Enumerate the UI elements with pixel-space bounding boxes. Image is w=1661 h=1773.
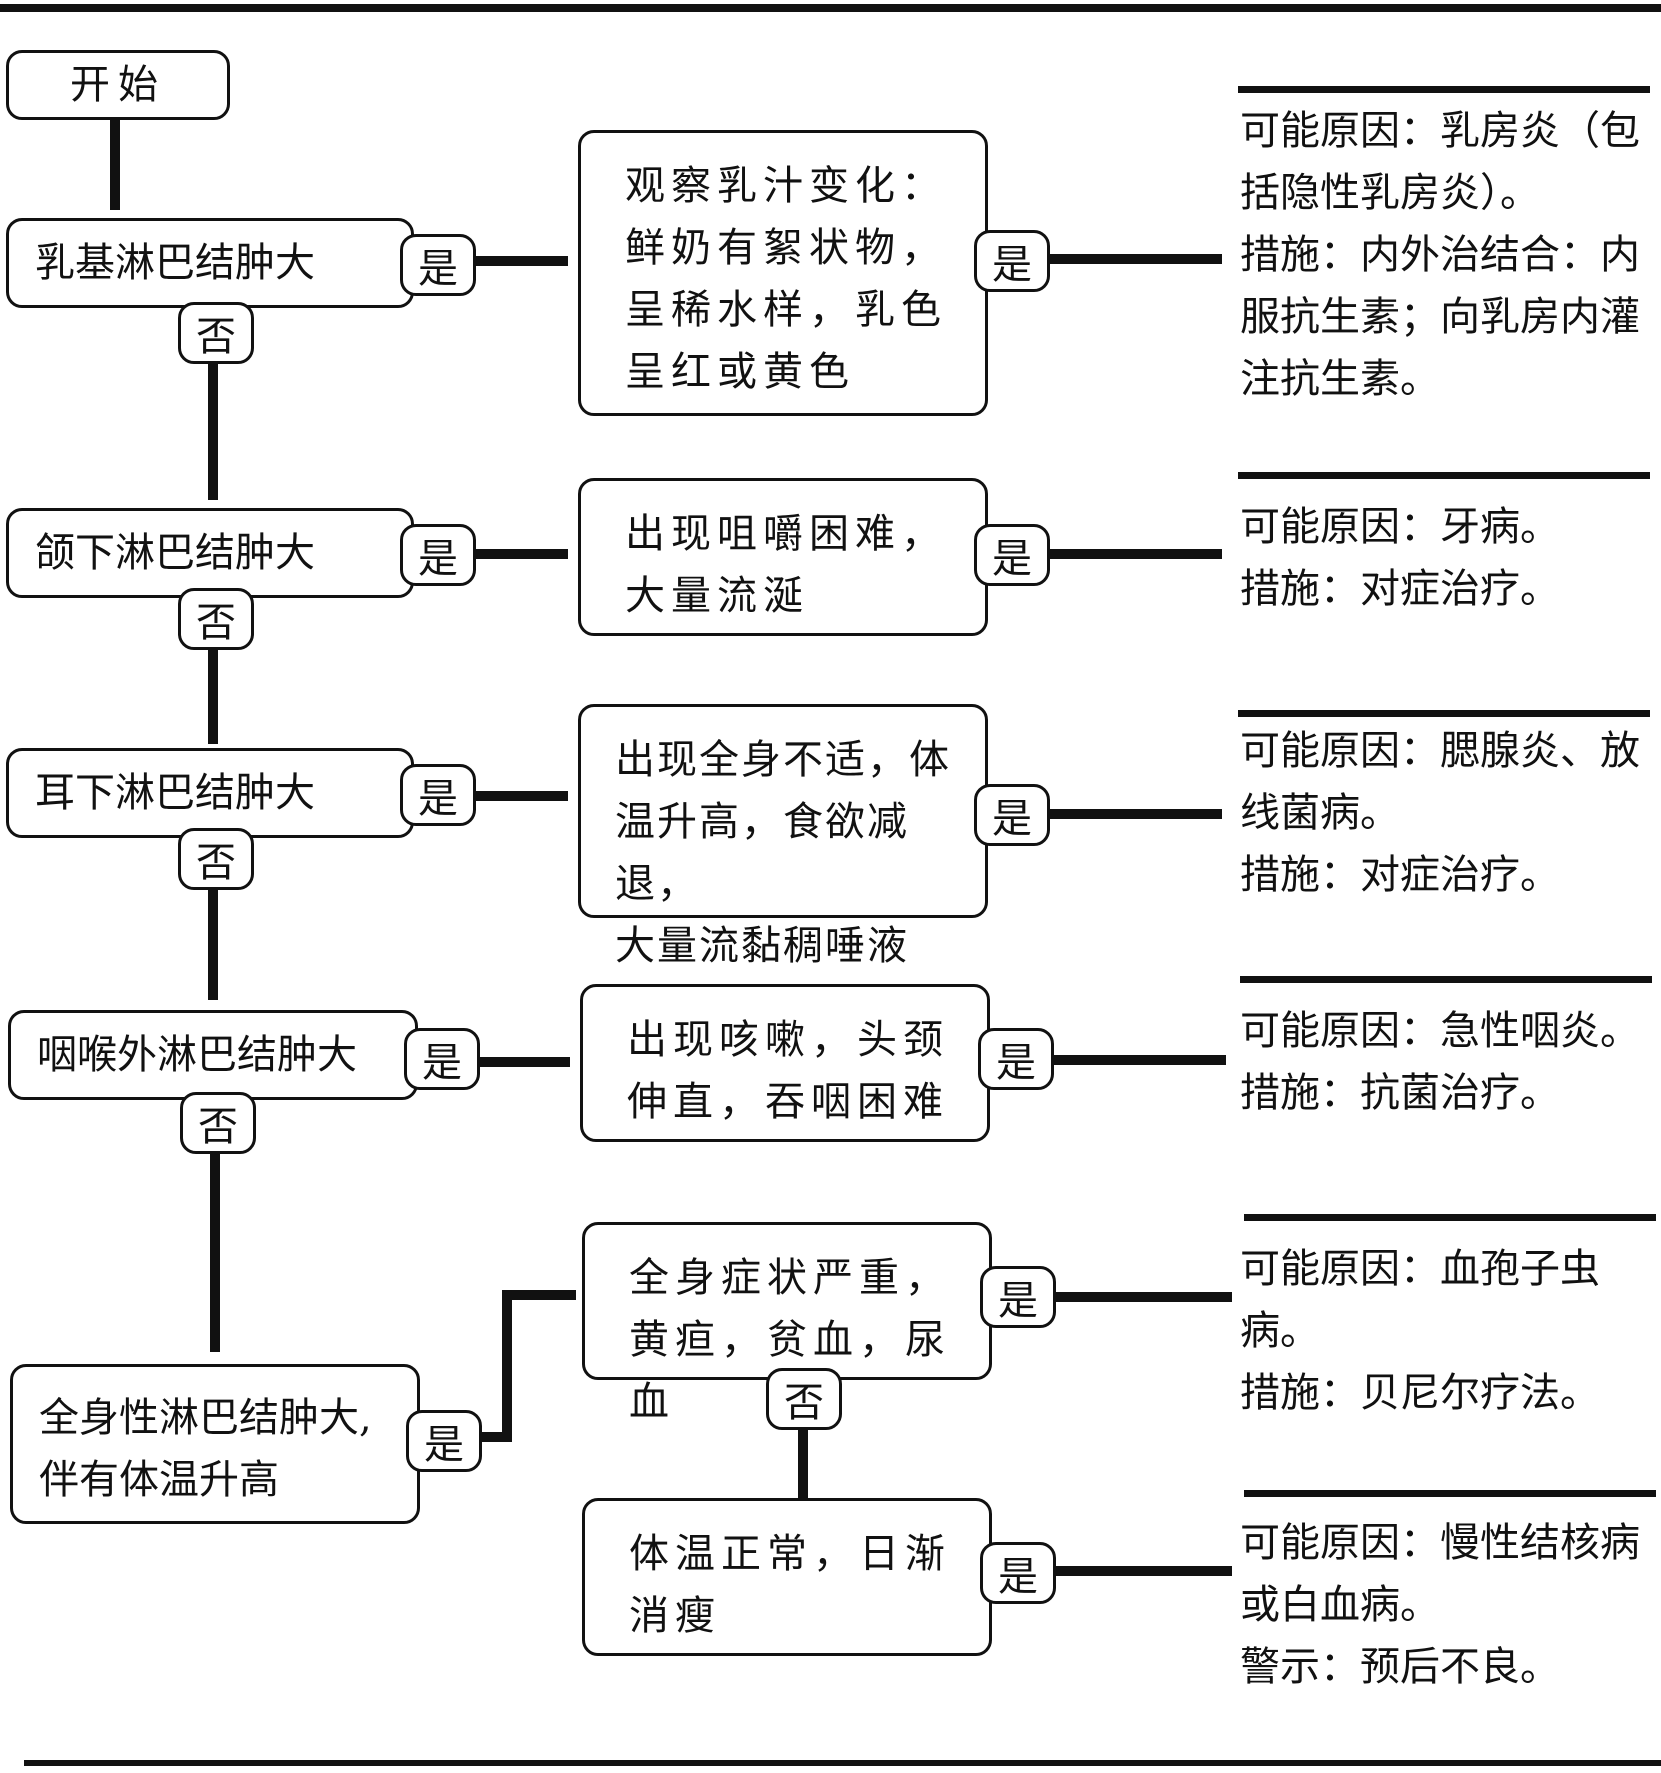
symptom-line: 鲜奶有絮状物， xyxy=(625,225,947,271)
decision-label-line2: 伴有体温升高 xyxy=(39,1457,279,1503)
decision-label: 颌下淋巴结肿大 xyxy=(35,530,315,576)
connector-yes-3a xyxy=(476,791,568,801)
connector-no-3 xyxy=(208,886,218,1000)
result-measure: 措施：贝尼尔疗法。 xyxy=(1240,1370,1600,1416)
result-rule-4 xyxy=(1240,976,1652,983)
connector-yes-5-up xyxy=(502,1290,512,1442)
result-block-6: 可能原因：慢性结核病或白血病。 警示：预后不良。 xyxy=(1240,1512,1661,1698)
result-cause: 可能原因：牙病。 xyxy=(1240,504,1560,550)
symptom-line: 大量流涎 xyxy=(625,573,809,619)
yes-badge: 是 xyxy=(406,1410,482,1472)
result-measure: 措施：对症治疗。 xyxy=(1240,852,1560,898)
symptom-box-1: 观察乳汁变化： 鲜奶有絮状物， 呈稀水样，乳色 呈红或黄色 xyxy=(578,130,988,416)
no-badge: 否 xyxy=(180,1092,256,1154)
connector-yes-6b xyxy=(1056,1566,1232,1576)
decision-node-5: 全身性淋巴结肿大, 伴有体温升高 xyxy=(10,1364,420,1524)
connector-yes-1a xyxy=(476,256,568,266)
connector-no-1 xyxy=(208,358,218,500)
decision-label: 咽喉外淋巴结肿大 xyxy=(37,1032,357,1078)
symptom-line: 伸直，吞咽困难 xyxy=(627,1079,949,1125)
result-cause: 可能原因：慢性结核病或白血病。 xyxy=(1240,1520,1640,1628)
yes-badge: 是 xyxy=(400,524,476,586)
symptom-line: 出现咀嚼困难， xyxy=(625,511,947,557)
symptom-box-3: 出现全身不适，体 温升高，食欲减退， 大量流黏稠唾液 xyxy=(578,704,988,969)
result-block-4: 可能原因：急性咽炎。 措施：抗菌治疗。 xyxy=(1240,1000,1661,1124)
symptom-box-5: 全身症状严重， 黄疸，贫血，尿血 xyxy=(582,1222,992,1425)
connector-yes-5-top xyxy=(502,1290,576,1300)
result-cause: 可能原因：乳房炎（包括隐性乳房炎）。 xyxy=(1240,108,1640,216)
result-block-1: 可能原因：乳房炎（包括隐性乳房炎）。 措施：内外治结合：内服抗生素；向乳房内灌注… xyxy=(1240,100,1661,410)
symptom-line: 全身症状严重， xyxy=(629,1255,951,1301)
yes-badge: 是 xyxy=(978,1028,1054,1090)
symptom-line: 呈稀水样，乳色 xyxy=(625,287,947,333)
result-rule-3 xyxy=(1238,710,1650,717)
symptom-line: 消瘦 xyxy=(629,1593,721,1639)
result-measure: 措施：抗菌治疗。 xyxy=(1240,1070,1560,1116)
yes-badge: 是 xyxy=(980,1266,1056,1328)
top-rule xyxy=(0,4,1661,12)
symptom-line: 出现全身不适，体 xyxy=(615,737,951,783)
connector-yes-5b xyxy=(1056,1292,1232,1302)
decision-node-4: 咽喉外淋巴结肿大 xyxy=(8,1010,418,1100)
start-node: 开始 xyxy=(6,50,230,120)
connector-yes-2b xyxy=(1046,549,1222,559)
connector-no-4 xyxy=(210,1150,220,1352)
symptom-line: 体温正常，日渐 xyxy=(629,1531,951,1577)
yes-badge: 是 xyxy=(400,764,476,826)
result-rule-2 xyxy=(1238,472,1650,479)
connector-start xyxy=(110,118,120,210)
connector-yes-3b xyxy=(1046,809,1222,819)
yes-badge: 是 xyxy=(980,1542,1056,1604)
connector-yes-1b xyxy=(1046,254,1222,264)
result-rule-1 xyxy=(1238,86,1650,93)
result-cause: 可能原因：急性咽炎。 xyxy=(1240,1008,1640,1054)
no-badge: 否 xyxy=(766,1368,842,1430)
yes-badge: 是 xyxy=(974,524,1050,586)
result-cause: 可能原因：血孢子虫病。 xyxy=(1240,1246,1600,1354)
result-block-3: 可能原因：腮腺炎、放线菌病。 措施：对症治疗。 xyxy=(1240,720,1661,906)
start-label: 开始 xyxy=(70,62,166,108)
yes-badge: 是 xyxy=(400,234,476,296)
no-badge: 否 xyxy=(178,302,254,364)
connector-yes-2a xyxy=(476,549,568,559)
decision-node-3: 耳下淋巴结肿大 xyxy=(6,748,414,838)
decision-label: 耳下淋巴结肿大 xyxy=(35,770,315,816)
no-badge: 否 xyxy=(178,588,254,650)
symptom-box-4: 出现咳嗽，头颈 伸直，吞咽困难 xyxy=(580,984,990,1142)
symptom-box-6: 体温正常，日渐 消瘦 xyxy=(582,1498,992,1656)
decision-label-line1: 全身性淋巴结肿大, xyxy=(39,1395,372,1441)
result-measure: 措施：对症治疗。 xyxy=(1240,566,1560,612)
result-rule-5 xyxy=(1244,1214,1656,1221)
result-block-5: 可能原因：血孢子虫病。 措施：贝尼尔疗法。 xyxy=(1240,1238,1661,1424)
result-warning: 警示：预后不良。 xyxy=(1240,1644,1560,1690)
bottom-rule xyxy=(24,1760,1661,1766)
result-block-2: 可能原因：牙病。 措施：对症治疗。 xyxy=(1240,496,1661,620)
yes-badge: 是 xyxy=(974,784,1050,846)
result-cause: 可能原因：腮腺炎、放线菌病。 xyxy=(1240,728,1640,836)
symptom-line: 观察乳汁变化： xyxy=(625,163,947,209)
decision-label: 乳基淋巴结肿大 xyxy=(35,240,315,286)
symptom-line: 出现咳嗽，头颈 xyxy=(627,1017,949,1063)
symptom-line: 温升高，食欲减退， xyxy=(615,799,909,907)
connector-yes-4b xyxy=(1050,1055,1226,1065)
connector-no-5 xyxy=(798,1426,808,1512)
yes-badge: 是 xyxy=(404,1028,480,1090)
result-measure: 措施：内外治结合：内服抗生素；向乳房内灌注抗生素。 xyxy=(1240,232,1640,402)
symptom-box-2: 出现咀嚼困难， 大量流涎 xyxy=(578,478,988,636)
no-badge: 否 xyxy=(178,828,254,890)
connector-yes-5-bottom xyxy=(480,1432,512,1442)
decision-node-2: 颌下淋巴结肿大 xyxy=(6,508,414,598)
yes-badge: 是 xyxy=(974,230,1050,292)
symptom-line: 大量流黏稠唾液 xyxy=(615,923,909,969)
connector-yes-4a xyxy=(478,1057,570,1067)
decision-node-1: 乳基淋巴结肿大 xyxy=(6,218,414,308)
symptom-line: 呈红或黄色 xyxy=(625,349,855,395)
connector-no-2 xyxy=(208,644,218,744)
result-rule-6 xyxy=(1244,1490,1656,1497)
symptom-line: 黄疸，贫血，尿血 xyxy=(629,1317,951,1425)
